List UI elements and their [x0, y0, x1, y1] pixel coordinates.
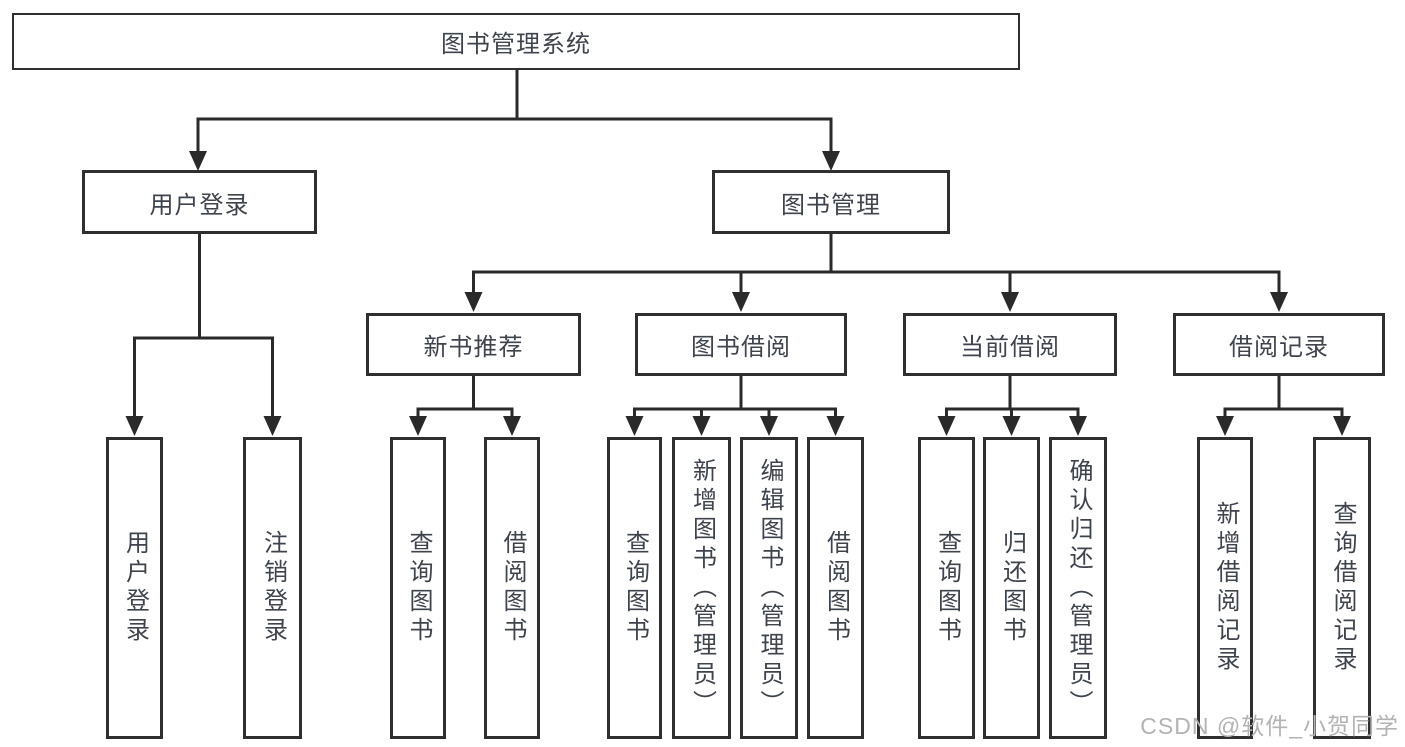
leaf-query-books-current-label: 查询图书	[933, 530, 961, 646]
watermark: CSDN @软件_小贺同学	[1140, 713, 1399, 739]
leaf-add-borrow-record-label: 新增借阅记录	[1212, 501, 1239, 675]
leaf-edit-books-admin-label: 编辑图书（管理员）	[756, 457, 783, 719]
leaf-logout-label: 注销登录	[259, 530, 287, 646]
leaf-return-books-label: 归还图书	[998, 530, 1026, 646]
leaf-query-books-recommend: 查询图书	[390, 437, 446, 739]
leaf-confirm-return-admin: 确认归还（管理员）	[1049, 437, 1107, 739]
leaf-add-books-admin: 新增图书（管理员）	[672, 437, 731, 739]
edge-root-to-level2	[196, 70, 833, 153]
edge-newbook-to-leaves	[416, 376, 514, 418]
node-book-management: 图书管理	[712, 170, 950, 234]
node-root: 图书管理系统	[12, 13, 1020, 70]
leaf-borrow-books: 借阅图书	[807, 437, 864, 739]
leaf-query-borrow-record-label: 查询借阅记录	[1329, 501, 1356, 675]
leaf-query-books-recommend-label: 查询图书	[405, 530, 432, 646]
node-user-login: 用户登录	[82, 170, 317, 234]
leaf-edit-books-admin: 编辑图书（管理员）	[740, 437, 798, 739]
leaf-query-borrow-record: 查询借阅记录	[1313, 437, 1371, 739]
node-borrow-records: 借阅记录	[1173, 313, 1385, 376]
leaf-borrow-books-label: 借阅图书	[822, 530, 850, 646]
leaf-return-books: 归还图书	[983, 437, 1040, 739]
leaf-query-books-current: 查询图书	[918, 437, 975, 739]
node-book-management-label: 图书管理	[781, 191, 881, 219]
node-current-borrow: 当前借阅	[903, 313, 1117, 376]
leaf-confirm-return-admin-label: 确认归还（管理员）	[1065, 457, 1092, 719]
edge-records-to-leaves	[1223, 376, 1344, 418]
leaf-query-books-borrow-label: 查询图书	[621, 530, 649, 646]
leaf-logout: 注销登录	[243, 437, 302, 739]
arrowheads	[125, 151, 1351, 436]
leaf-borrow-books-recommend: 借阅图书	[484, 437, 540, 739]
leaf-user-login: 用户登录	[106, 437, 163, 739]
edge-bookmgmt-to-level3	[472, 234, 1281, 294]
edge-userlogin-to-leaves	[133, 234, 274, 418]
edge-current-to-leaves	[945, 376, 1080, 418]
node-root-label: 图书管理系统	[441, 31, 591, 58]
leaf-query-books-borrow: 查询图书	[607, 437, 662, 739]
node-user-login-label: 用户登录	[149, 191, 250, 219]
node-current-borrow-label: 当前借阅	[960, 334, 1060, 361]
node-book-borrow-label: 图书借阅	[691, 334, 791, 361]
leaf-add-books-admin-label: 新增图书（管理员）	[688, 457, 716, 719]
node-new-book-recommend-label: 新书推荐	[423, 334, 524, 361]
leaf-user-login-label: 用户登录	[121, 530, 149, 646]
node-book-borrow: 图书借阅	[635, 313, 847, 376]
leaf-add-borrow-record: 新增借阅记录	[1197, 437, 1253, 739]
leaf-borrow-books-recommend-label: 借阅图书	[499, 530, 526, 646]
node-borrow-records-label: 借阅记录	[1229, 334, 1329, 361]
edge-borrow-to-leaves	[633, 376, 837, 418]
node-new-book-recommend: 新书推荐	[366, 313, 581, 376]
